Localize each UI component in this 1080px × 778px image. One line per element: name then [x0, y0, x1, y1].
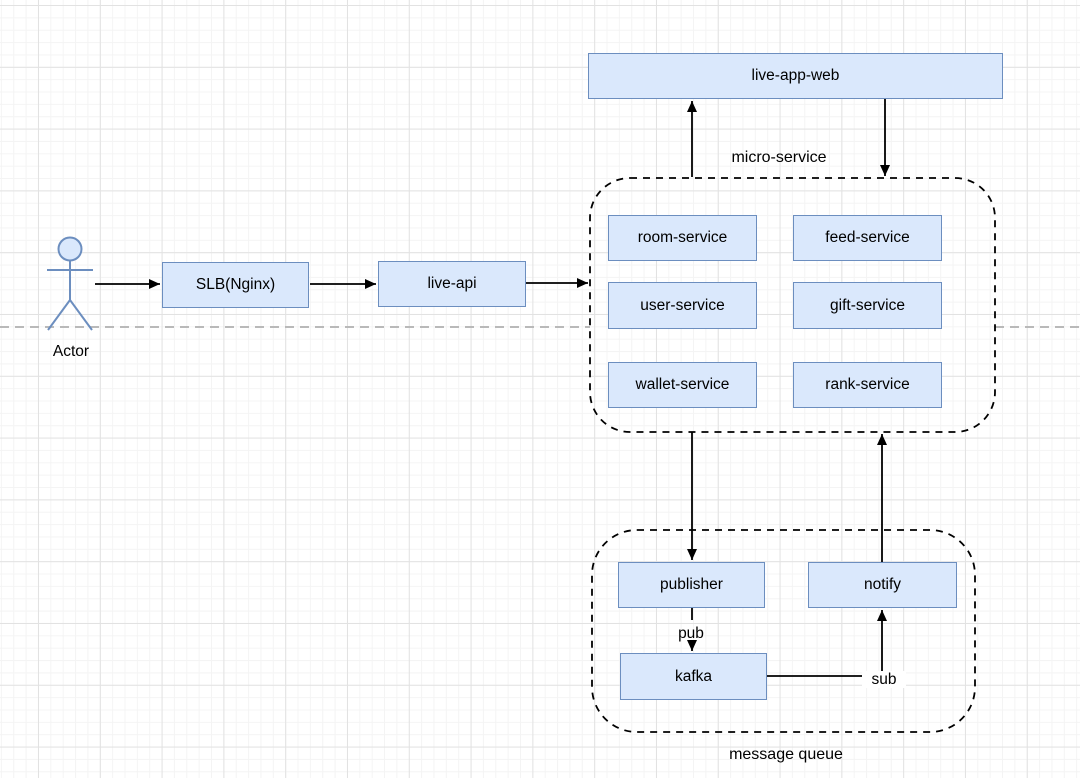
- actor-label: Actor: [52, 343, 90, 360]
- message-queue-group-border: [591, 529, 976, 733]
- node-user-service: user-service: [608, 282, 757, 329]
- node-feed-service: feed-service: [793, 215, 942, 261]
- node-live-api: live-api: [378, 261, 526, 307]
- node-room-service: room-service: [608, 215, 757, 261]
- node-publisher: publisher: [618, 562, 765, 608]
- node-notify: notify: [808, 562, 957, 608]
- node-kafka: kafka: [620, 653, 767, 700]
- micro-service-group-label: micro-service: [731, 149, 827, 166]
- node-gift-service: gift-service: [793, 282, 942, 329]
- sub-edge-label: sub: [862, 671, 906, 688]
- node-live-app-web: live-app-web: [588, 53, 1003, 99]
- node-rank-service: rank-service: [793, 362, 942, 408]
- node-wallet-service: wallet-service: [608, 362, 757, 408]
- pub-edge-label: pub: [678, 625, 704, 642]
- node-slb-nginx: SLB(Nginx): [162, 262, 309, 308]
- actor-icon: [47, 236, 93, 331]
- message-queue-group-label: message queue: [729, 746, 843, 763]
- micro-service-group-border: [589, 177, 996, 433]
